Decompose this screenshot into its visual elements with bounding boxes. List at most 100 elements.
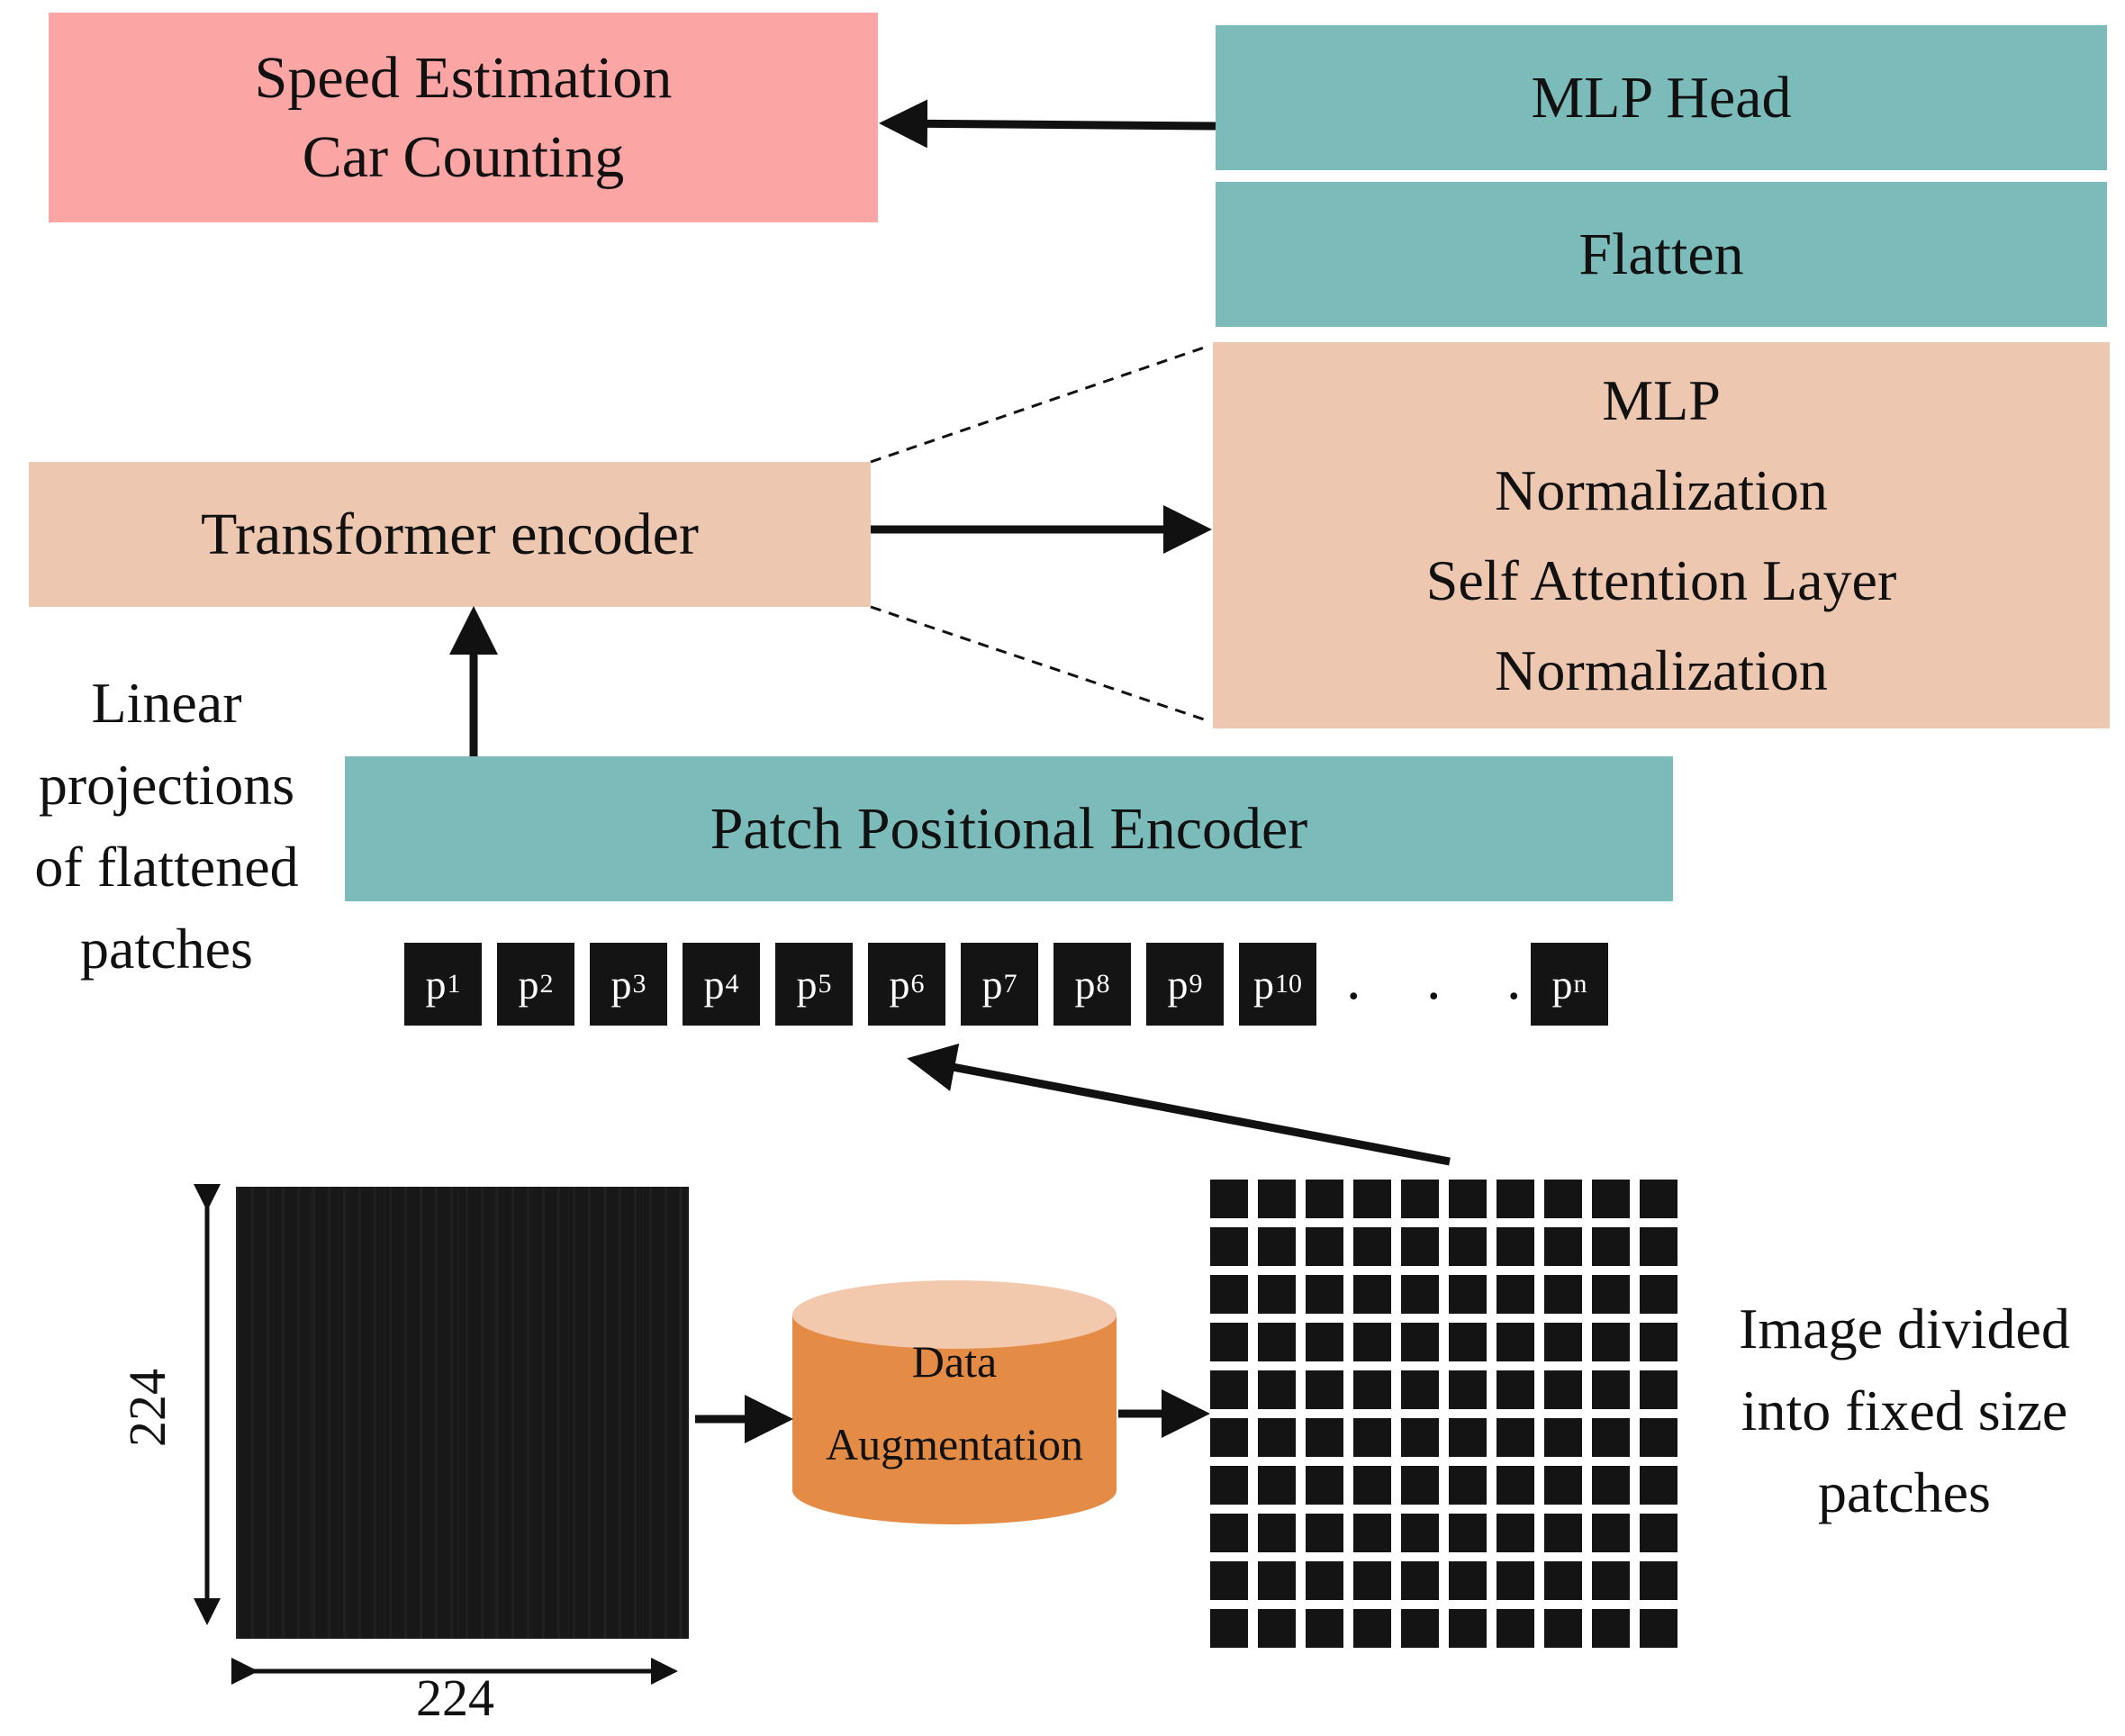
grid-patch-cell <box>1497 1180 1534 1218</box>
divided-line-2: into fixed size <box>1741 1379 2068 1442</box>
grid-patch-cell <box>1258 1418 1296 1457</box>
grid-patch-cell <box>1592 1227 1630 1266</box>
grid-patch-cell <box>1306 1561 1343 1600</box>
output-box: Speed Estimation Car Counting <box>49 13 878 222</box>
linear-proj-line-4: patches <box>80 917 253 981</box>
grid-patch-cell <box>1449 1466 1487 1505</box>
grid-patch-cell <box>1353 1227 1391 1266</box>
mlp-head-box: MLP Head <box>1216 25 2107 170</box>
patch-token-sub: 6 <box>910 969 925 999</box>
divided-line-1: Image divided <box>1739 1297 2070 1361</box>
grid-patch-cell <box>1592 1514 1630 1552</box>
grid-patch-cell <box>1306 1323 1343 1361</box>
patch-token-base: p <box>1253 961 1274 1008</box>
arrow-grid-to-patches <box>907 1043 1451 1166</box>
grid-patch-cell <box>1449 1227 1487 1266</box>
grid-patch-cell <box>1353 1370 1391 1409</box>
grid-patch-cell <box>1592 1418 1630 1457</box>
grid-patch-cell <box>1353 1323 1391 1361</box>
grid-patch-cell <box>1640 1323 1677 1361</box>
grid-patch-cell <box>1592 1323 1630 1361</box>
grid-patch-cell <box>1258 1180 1296 1218</box>
grid-patch-cell <box>1497 1323 1534 1361</box>
grid-patch-cell <box>1640 1180 1677 1218</box>
grid-patch-cell <box>1353 1466 1391 1505</box>
grid-patch-cell <box>1258 1514 1296 1552</box>
encoder-layer-mlp: MLP <box>1602 367 1721 432</box>
linear-proj-line-3: of flattened <box>34 835 299 899</box>
grid-patch-cell <box>1353 1275 1391 1314</box>
grid-patch-cell <box>1544 1370 1582 1409</box>
grid-patch-cell <box>1544 1514 1582 1552</box>
grid-patch-cell <box>1640 1561 1677 1600</box>
grid-patch-cell <box>1306 1466 1343 1505</box>
grid-patch-cell <box>1258 1227 1296 1266</box>
grid-patch-cell <box>1449 1418 1487 1457</box>
grid-patch-cell <box>1497 1561 1534 1600</box>
grid-patch-cell <box>1306 1609 1343 1648</box>
grid-patch-cell <box>1449 1561 1487 1600</box>
patch-token-base: p <box>796 961 818 1008</box>
grid-patch-cell <box>1544 1227 1582 1266</box>
patch-token-n-base: p <box>1551 961 1573 1008</box>
grid-patch-cell <box>1640 1227 1677 1266</box>
grid-patch-cell <box>1210 1418 1248 1457</box>
grid-patch-cell <box>1306 1370 1343 1409</box>
grid-patch-cell <box>1306 1180 1343 1218</box>
grid-patch-cell <box>1449 1323 1487 1361</box>
grid-patch-cell <box>1401 1227 1439 1266</box>
grid-patch-cell <box>1353 1418 1391 1457</box>
grid-patch-cell <box>1640 1418 1677 1457</box>
patch-token-sub: 10 <box>1275 969 1302 999</box>
transformer-encoder-label: Transformer encoder <box>201 501 699 567</box>
patch-token-base: p <box>518 961 539 1008</box>
mlp-head-label: MLP Head <box>1531 64 1792 131</box>
patch-token-base: p <box>703 961 725 1008</box>
patch-token-base: p <box>981 961 1003 1008</box>
grid-patch-cell <box>1401 1514 1439 1552</box>
grid-patch-cell <box>1544 1609 1582 1648</box>
grid-patch-cell <box>1497 1514 1534 1552</box>
grid-patch-cell <box>1401 1323 1439 1361</box>
grid-patch-cell <box>1258 1370 1296 1409</box>
grid-patch-cell <box>1306 1227 1343 1266</box>
grid-patch-cell <box>1401 1370 1439 1409</box>
grid-patch-cell <box>1592 1466 1630 1505</box>
divided-line-3: patches <box>1818 1460 1991 1524</box>
grid-patch-cell <box>1353 1514 1391 1552</box>
grid-patch-cell <box>1353 1609 1391 1648</box>
grid-patch-cell <box>1544 1275 1582 1314</box>
encoder-layer-norm-1: Normalization <box>1495 457 1828 522</box>
grid-patch-cell <box>1210 1227 1248 1266</box>
grid-patch-cell <box>1497 1609 1534 1648</box>
divided-patch-grid <box>1210 1180 1677 1648</box>
grid-patch-cell <box>1306 1418 1343 1457</box>
grid-patch-cell <box>1640 1466 1677 1505</box>
grid-patch-cell <box>1592 1275 1630 1314</box>
patch-token-base: p <box>610 961 632 1008</box>
grid-patch-cell <box>1592 1609 1630 1648</box>
grid-patch-cell <box>1306 1275 1343 1314</box>
grid-patch-cell <box>1449 1180 1487 1218</box>
grid-patch-cell <box>1497 1418 1534 1457</box>
patch-token-sub: 8 <box>1096 969 1110 999</box>
grid-patch-cell <box>1592 1561 1630 1600</box>
grid-patch-cell <box>1401 1275 1439 1314</box>
patch-token-base: p <box>1167 961 1189 1008</box>
encoder-layer-attention: Self Attention Layer <box>1425 547 1897 612</box>
grid-patch-cell <box>1449 1609 1487 1648</box>
patch-token-sub: 9 <box>1189 969 1203 999</box>
grid-patch-cell <box>1592 1180 1630 1218</box>
flatten-box: Flatten <box>1216 182 2107 327</box>
augmentation-line-1: Data <box>911 1336 998 1387</box>
grid-patch-cell <box>1401 1180 1439 1218</box>
grid-patch-cell <box>1640 1609 1677 1648</box>
grid-patch-cell <box>1353 1180 1391 1218</box>
